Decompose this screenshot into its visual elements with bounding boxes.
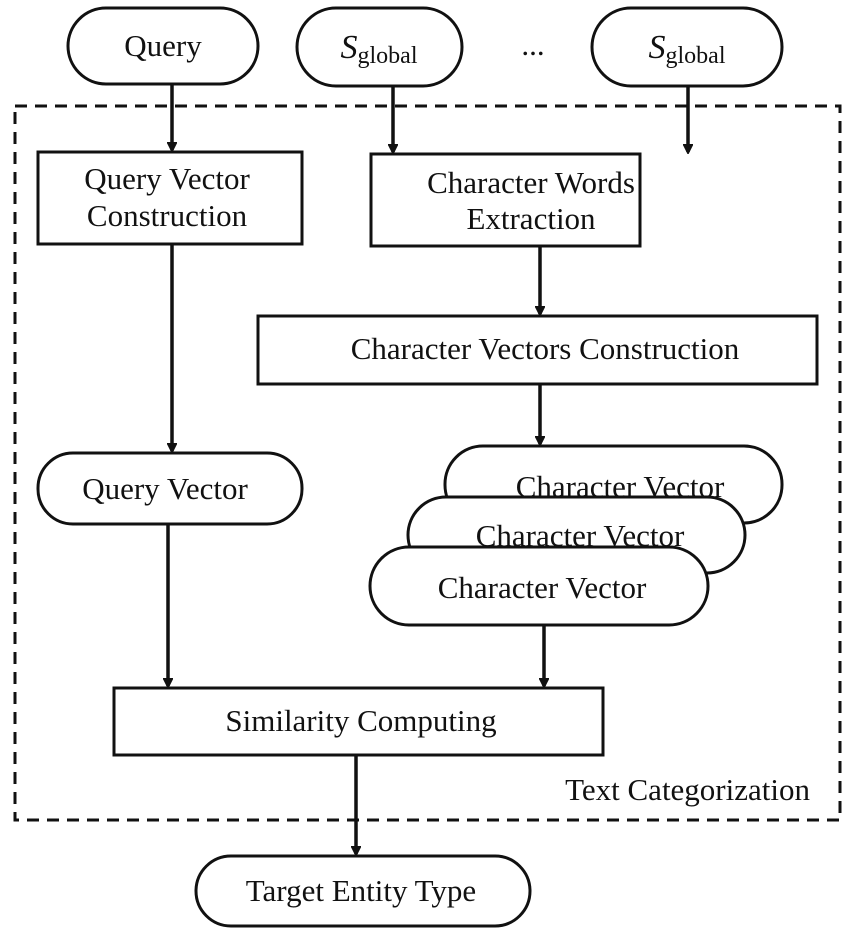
s-global-node-2: Sglobal	[590, 6, 784, 88]
query-vector-node: Query Vector	[36, 451, 304, 526]
target-entity-type-node: Target Entity Type	[194, 854, 532, 928]
svg-text:Character Vector: Character Vector	[438, 570, 647, 605]
svg-text:Construction: Construction	[87, 198, 248, 233]
svg-text:Target Entity Type: Target Entity Type	[246, 873, 476, 908]
character-vector-stack: Character Vector Character Vector Charac…	[368, 444, 784, 627]
svg-text:Extraction: Extraction	[466, 201, 596, 236]
svg-text:Character Vectors Construction: Character Vectors Construction	[351, 331, 740, 366]
svg-text:Similarity Computing: Similarity Computing	[225, 703, 496, 738]
character-vectors-construction-box: Character Vectors Construction	[256, 314, 819, 386]
svg-text:Sglobal: Sglobal	[341, 29, 418, 69]
svg-text:Query Vector: Query Vector	[84, 161, 250, 196]
arrows	[168, 84, 688, 854]
character-words-extraction-box: Character Words Extraction	[369, 152, 642, 248]
svg-text:Query: Query	[124, 28, 202, 63]
query-node: Query	[66, 6, 260, 86]
svg-text:Sglobal: Sglobal	[649, 29, 726, 69]
svg-text:Character Words: Character Words	[427, 165, 635, 200]
query-vector-construction-box: Query Vector Construction	[36, 150, 304, 246]
group-label: Text Categorization	[565, 772, 810, 807]
character-vector-node-front: Character Vector	[368, 545, 710, 627]
svg-text:Query Vector: Query Vector	[82, 471, 248, 506]
ellipsis: ...	[521, 27, 544, 62]
text-categorization-group	[13, 104, 842, 822]
similarity-computing-box: Similarity Computing	[112, 686, 605, 757]
s-global-node-1: Sglobal	[295, 6, 464, 88]
